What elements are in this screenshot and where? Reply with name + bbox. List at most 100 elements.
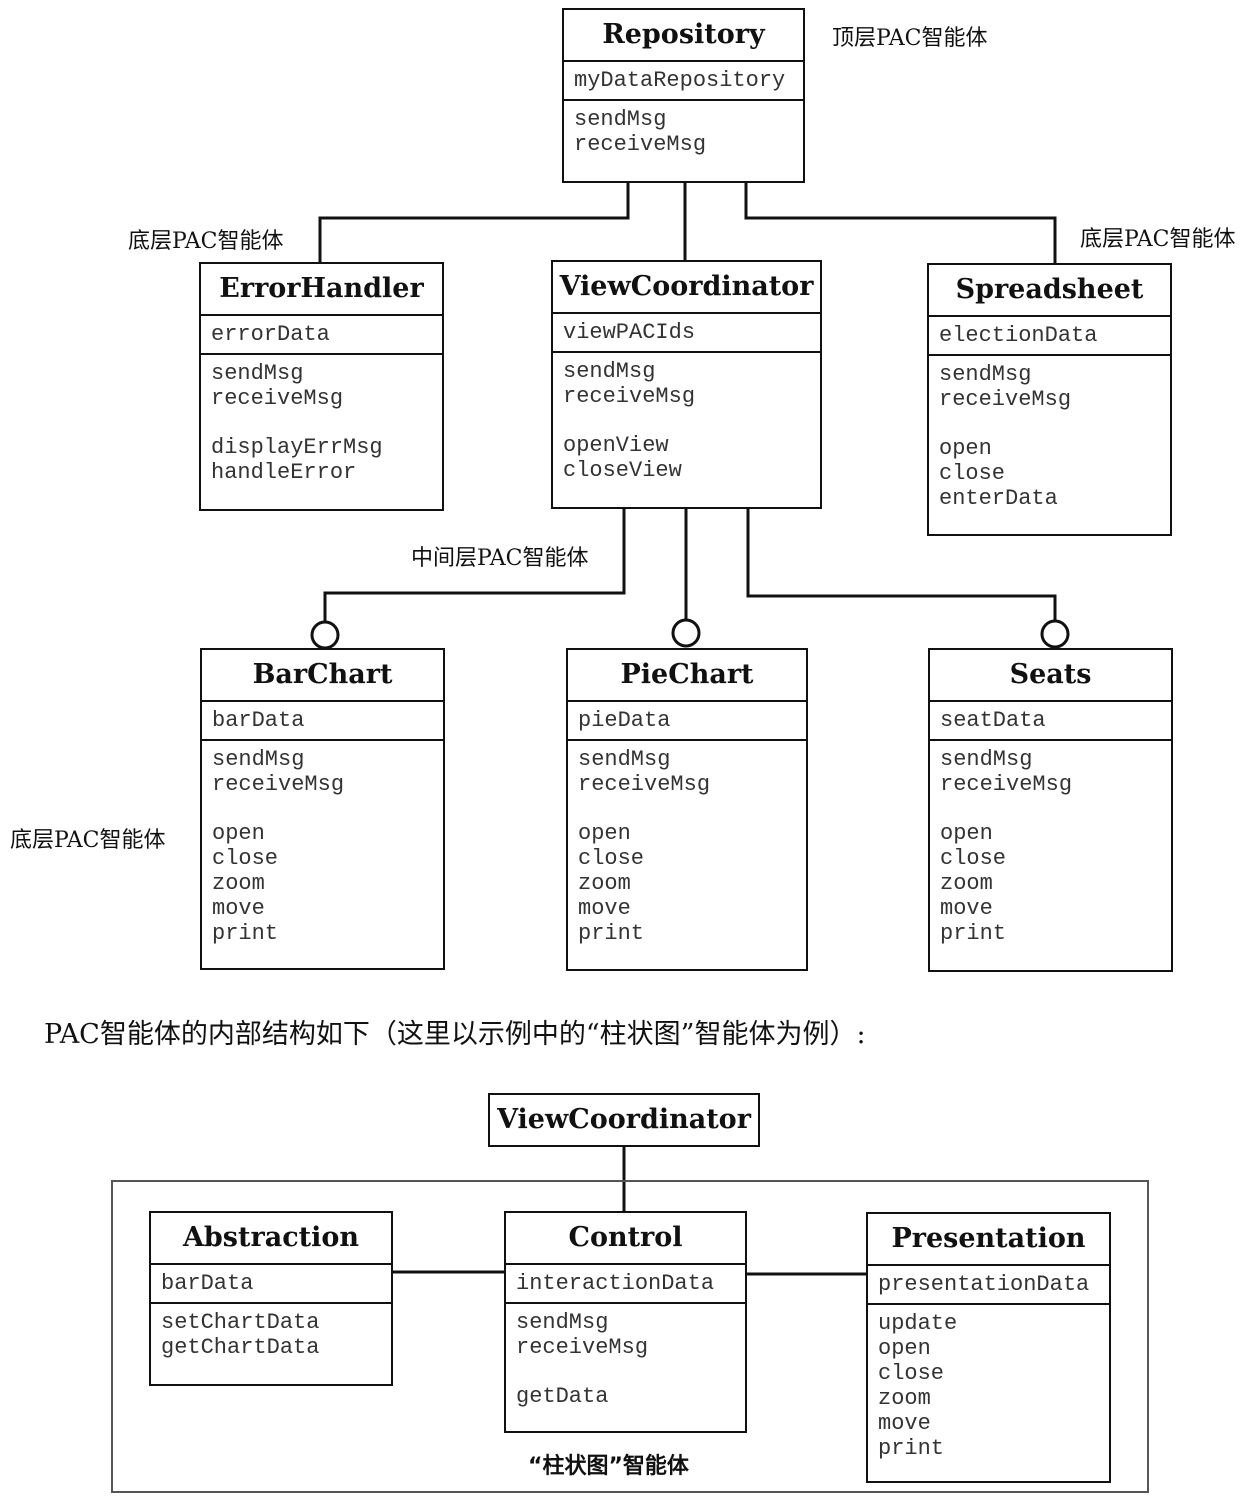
operation-item: print (878, 1436, 945, 1461)
attribute-item: barData (161, 1271, 254, 1296)
box-title: Abstraction (151, 1213, 391, 1265)
attribute-section: myDataRepository (564, 62, 803, 101)
label-middle-agent: 中间层PAC智能体 (411, 546, 589, 571)
line-repo-spreadsheet (744, 182, 1057, 263)
attribute-item: viewPACIds (563, 320, 696, 345)
caption-text: PAC智能体的内部结构如下（这里以示例中的“柱状图”智能体为例）: (44, 1019, 866, 1050)
box-title: Repository (564, 10, 803, 62)
box-title: ErrorHandler (201, 264, 442, 316)
operation-item: sendMsg (516, 1310, 609, 1335)
box-title: Seats (930, 650, 1171, 702)
attribute-section: electionData (929, 317, 1170, 356)
operation-item: close (878, 1361, 945, 1386)
attribute-section: barData (151, 1265, 391, 1304)
box-title: PieChart (568, 650, 806, 702)
attribute-item: errorData (211, 322, 330, 347)
operation-item: receiveMsg (574, 132, 707, 157)
operation-item: close (940, 846, 1007, 871)
operation-item: update (878, 1311, 958, 1336)
label-bottom-agent-right: 底层PAC智能体 (1080, 227, 1236, 252)
operation-item: zoom (212, 871, 265, 896)
attribute-item: electionData (939, 323, 1098, 348)
operation-item: enterData (939, 486, 1058, 511)
attribute-item: seatData (940, 708, 1046, 733)
operation-item: sendMsg (574, 107, 667, 132)
interface-circle-barchart (310, 620, 340, 650)
box-title: Presentation (868, 1214, 1109, 1266)
line-repo-errorhandler (318, 182, 630, 262)
operation-item: move (578, 896, 631, 921)
label-bottom-agent-left: 底层PAC智能体 (128, 229, 284, 254)
box-title: Control (506, 1213, 745, 1265)
box-title: BarChart (202, 650, 443, 702)
operation-item: move (878, 1411, 931, 1436)
line-vc-seats (746, 508, 1057, 622)
operation-item: setChartData (161, 1310, 320, 1335)
operation-item: open (578, 821, 631, 846)
operation-item: sendMsg (939, 362, 1032, 387)
attribute-section: viewPACIds (553, 314, 820, 353)
operation-item: getChartData (161, 1335, 320, 1360)
attribute-item: pieData (578, 708, 671, 733)
operation-item: sendMsg (212, 747, 305, 772)
operation-item: handleError (211, 460, 357, 485)
attribute-item: interactionData (516, 1271, 715, 1296)
operation-item: getData (516, 1384, 609, 1409)
operation-item: open (212, 821, 265, 846)
operation-item: sendMsg (578, 747, 671, 772)
operation-item: receiveMsg (516, 1335, 649, 1360)
operation-item: move (940, 896, 993, 921)
attribute-section: barData (202, 702, 443, 741)
attribute-section: seatData (930, 702, 1171, 741)
operation-item: displayErrMsg (211, 435, 383, 460)
attribute-item: myDataRepository (574, 68, 786, 93)
box-title: ViewCoordinator (553, 262, 820, 314)
attribute-section: interactionData (506, 1265, 745, 1304)
operation-item: print (940, 921, 1007, 946)
bar-chart-agent-boundary (111, 1180, 1149, 1493)
operation-item: print (578, 921, 645, 946)
operation-item: receiveMsg (563, 384, 696, 409)
bar-chart-agent-label: “柱状图”智能体 (528, 1454, 689, 1479)
operation-item: zoom (940, 871, 993, 896)
viewcoordinator-top-box: ViewCoordinator (488, 1093, 760, 1147)
operation-item: receiveMsg (578, 772, 711, 797)
operation-item: close (578, 846, 645, 871)
label-bottom-agent-lower: 底层PAC智能体 (10, 828, 166, 853)
line-vc-barchart (323, 508, 626, 622)
attribute-item: barData (212, 708, 305, 733)
operation-item: receiveMsg (211, 386, 344, 411)
operation-item: openView (563, 433, 669, 458)
box-title: Spreadsheet (929, 265, 1170, 317)
operation-item: closeView (563, 458, 682, 483)
attribute-section: pieData (568, 702, 806, 741)
operation-item: zoom (578, 871, 631, 896)
attribute-section: errorData (201, 316, 442, 355)
operation-item: open (939, 436, 992, 461)
operation-item: sendMsg (563, 359, 656, 384)
operation-item: receiveMsg (212, 772, 345, 797)
attribute-section: presentationData (868, 1266, 1109, 1305)
operation-item: receiveMsg (940, 772, 1073, 797)
